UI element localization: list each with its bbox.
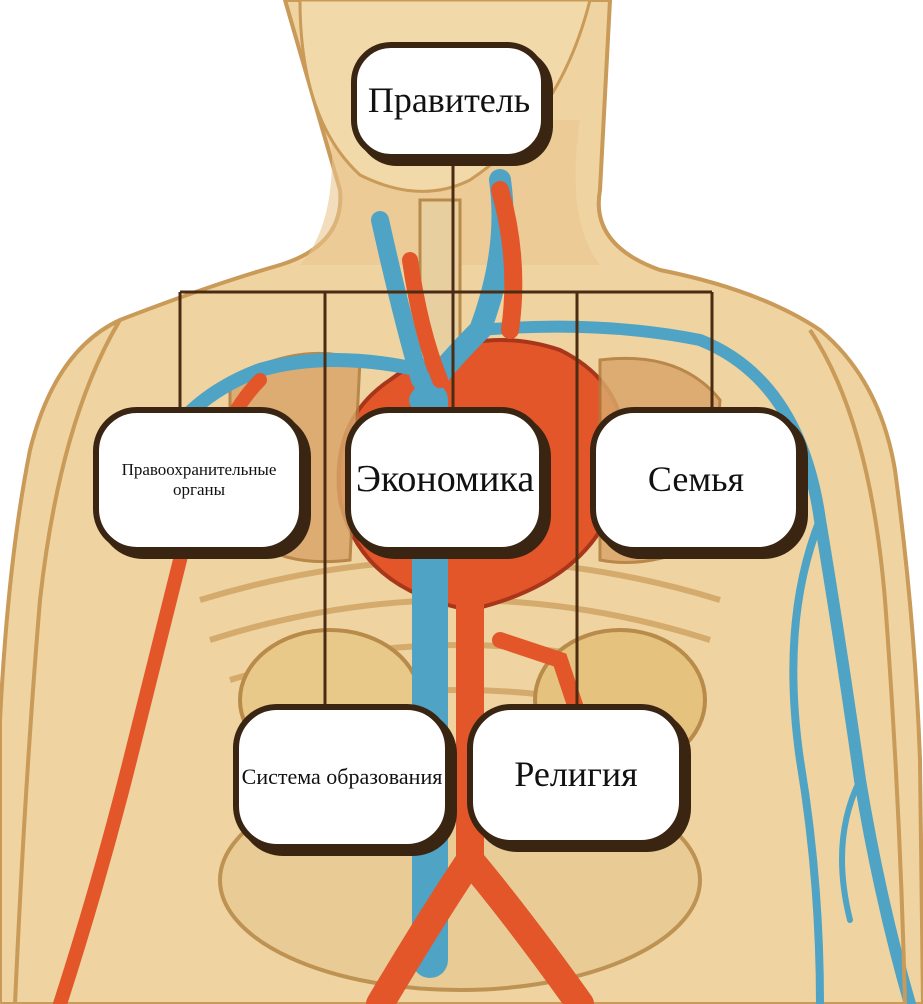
node-education-system-label: Система образования (242, 764, 443, 790)
node-ruler-label: Правитель (368, 79, 530, 122)
node-law-enforcement: Правоохранительные органы (93, 407, 305, 553)
node-family: Семья (590, 407, 802, 553)
node-family-label: Семья (648, 458, 744, 501)
node-economy-label: Экономика (356, 457, 534, 503)
node-law-enforcement-label: Правоохранительные органы (103, 460, 295, 501)
node-education-system: Система образования (233, 704, 451, 850)
node-religion-label: Религия (514, 753, 637, 796)
node-ruler: Правитель (351, 42, 547, 160)
node-economy: Экономика (345, 407, 545, 553)
node-religion: Религия (467, 704, 685, 846)
